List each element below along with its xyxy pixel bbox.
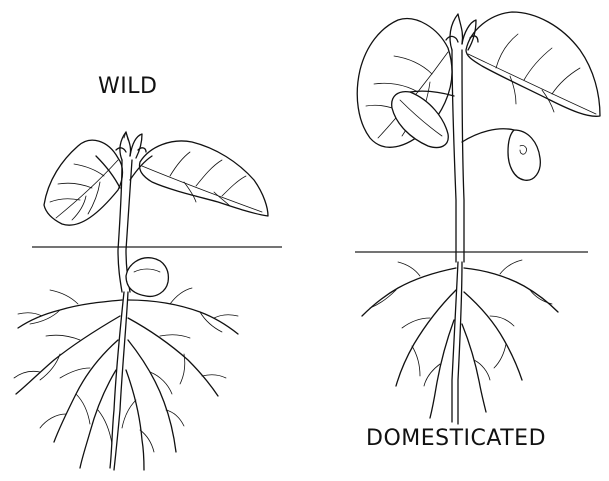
wild-root-system — [14, 288, 238, 470]
domesticated-root-system — [362, 260, 558, 424]
wild-right-leaf — [140, 141, 269, 216]
wild-cotyledon — [126, 258, 168, 297]
domesticated-plant — [355, 12, 600, 424]
domesticated-right-leaf — [466, 12, 600, 116]
wild-terminal-bud — [116, 132, 146, 160]
domesticated-stem-right-edge — [462, 50, 464, 262]
wild-plant — [14, 132, 282, 470]
wild-left-leaf — [44, 140, 123, 225]
label-wild: WILD — [98, 74, 157, 99]
label-domesticated: DOMESTICATED — [366, 426, 546, 451]
domesticated-right-cotyledon — [462, 129, 540, 181]
domesticated-stem-left-edge — [452, 50, 456, 262]
